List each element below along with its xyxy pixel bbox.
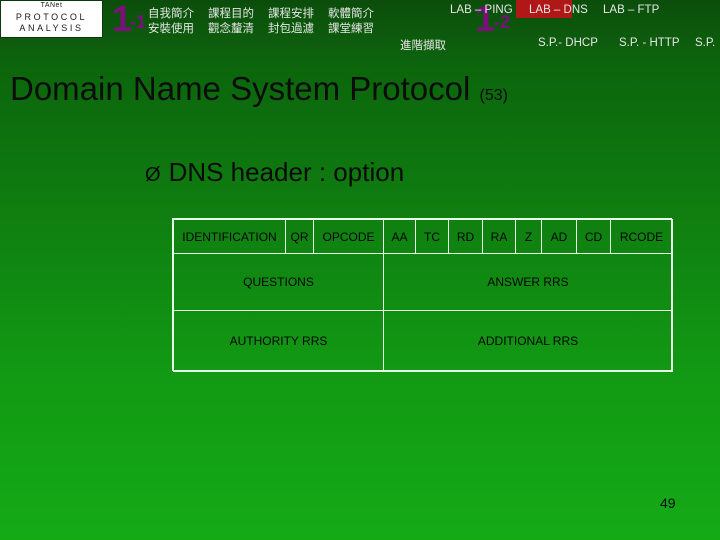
nav-item-class-exercise[interactable]: 課堂練習	[328, 23, 374, 35]
nav-item-software-intro[interactable]: 軟體簡介	[328, 8, 374, 20]
nav-item-course-schedule[interactable]: 課程安排	[268, 8, 314, 20]
active-tab-highlight	[516, 0, 572, 18]
logo-line-analysis: ANALYSIS	[19, 23, 84, 33]
page-number: 49	[660, 495, 676, 511]
nav-item-sp-dhcp[interactable]: S.P.- DHCP	[538, 37, 598, 49]
nav-item-self-intro[interactable]: 自我簡介	[148, 8, 194, 20]
nav-item-lab-ftp[interactable]: LAB – FTP	[603, 4, 660, 16]
bullet-text: DNS header : option	[168, 157, 405, 187]
field-identification: IDENTIFICATION	[173, 219, 286, 254]
nav-item-concept-clarify[interactable]: 觀念釐清	[208, 23, 254, 35]
field-questions: QUESTIONS	[173, 253, 384, 311]
field-qr: QR	[285, 219, 314, 254]
nav-item-lab-dns[interactable]: LAB – DNS	[529, 4, 588, 16]
bullet-arrow-icon: Ø	[145, 164, 161, 186]
section-1-big-number: 1	[112, 0, 133, 39]
top-navigation-bar	[0, 0, 720, 58]
section-2-big-number: 1	[475, 0, 496, 39]
field-additional-rrs: ADDITIONAL RRS	[383, 310, 673, 372]
bullet-dns-header-option: Ø DNS header : option	[145, 157, 404, 188]
nav-item-sp-http[interactable]: S.P. - HTTP	[619, 37, 680, 49]
field-opcode: OPCODE	[313, 219, 384, 254]
section-2-suffix: -2	[494, 12, 511, 32]
dns-header-table: IDENTIFICATION QR OPCODE AA TC RD RA Z A…	[172, 218, 673, 372]
nav-item-lab-ping[interactable]: LAB – PING	[450, 4, 513, 16]
field-cd: CD	[576, 219, 611, 254]
field-ra: RA	[482, 219, 516, 254]
protocol-analysis-logo: TANet PROTOCOL ANALYSIS	[0, 0, 103, 38]
logo-line-protocol: PROTOCOL	[15, 12, 88, 22]
section-1-suffix: -1	[130, 12, 147, 32]
field-aa: AA	[383, 219, 416, 254]
nav-item-install-use[interactable]: 安裝使用	[148, 23, 194, 35]
field-rcode: RCODE	[610, 219, 673, 254]
field-answer-rrs: ANSWER RRS	[383, 253, 673, 311]
field-rd: RD	[448, 219, 483, 254]
slide-title-text: Domain Name System Protocol	[10, 70, 471, 107]
field-z: Z	[515, 219, 542, 254]
slide-title-port: (53)	[479, 87, 508, 104]
field-ad: AD	[541, 219, 577, 254]
logo-tanet-text: TANet	[40, 2, 63, 9]
nav-item-advanced-capture[interactable]: 進階擷取	[400, 40, 446, 52]
nav-item-course-purpose[interactable]: 課程目的	[208, 8, 254, 20]
field-tc: TC	[415, 219, 449, 254]
nav-item-packet-filter[interactable]: 封包過濾	[268, 23, 314, 35]
field-authority-rrs: AUTHORITY RRS	[173, 310, 384, 372]
nav-item-sp-more[interactable]: S.P.	[695, 37, 716, 49]
slide-title: Domain Name System Protocol (53)	[10, 70, 508, 108]
